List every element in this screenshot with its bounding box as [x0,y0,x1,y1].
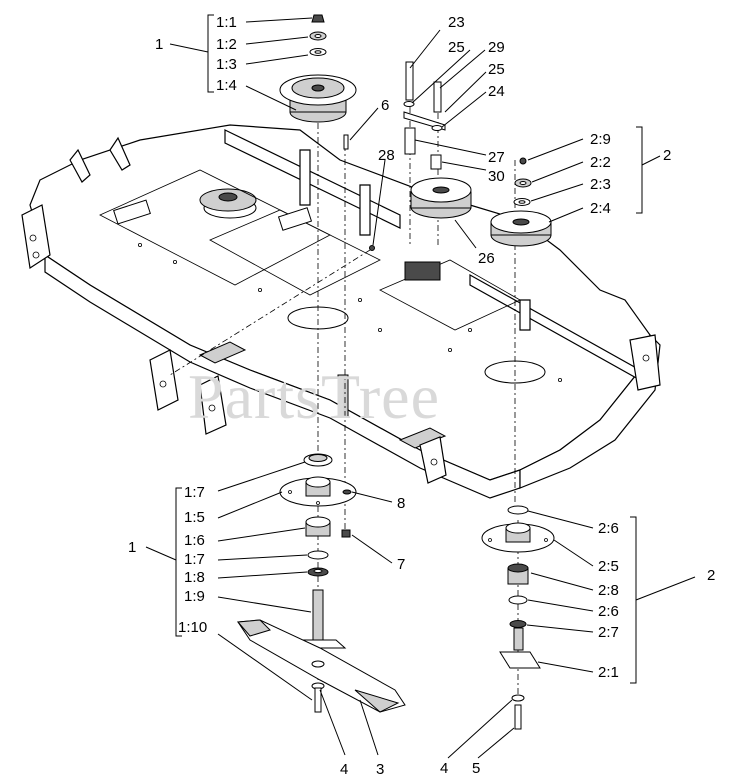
callout-1-5: 1:5 [184,509,205,526]
callout-24: 24 [488,83,505,100]
callout-29: 29 [488,39,505,56]
right-pulley-stack [490,157,552,247]
callout-3: 3 [376,761,384,778]
callout-26: 26 [478,250,495,267]
callout-28: 28 [378,147,395,164]
callout-2-4: 2:4 [590,200,611,217]
callout-25-lower: 25 [488,61,505,78]
callout-2-6-lower: 2:6 [598,603,619,620]
callout-group-2-bottom: 2 [707,567,715,584]
leader-lines [145,14,696,759]
callout-4-left: 4 [340,761,348,778]
left-pulley-stack [279,14,357,123]
callout-2-9: 2:9 [590,131,611,148]
callout-1-3: 1:3 [216,56,237,73]
callout-1-7-upper: 1:7 [184,484,205,501]
callout-1-1: 1:1 [216,14,237,31]
callout-1-9: 1:9 [184,588,205,605]
callout-23: 23 [448,14,465,31]
callout-8: 8 [397,495,405,512]
callout-25-upper: 25 [448,39,465,56]
callout-6: 6 [381,97,389,114]
mower-deck [21,124,661,499]
callout-2-8: 2:8 [598,582,619,599]
left-spindle-assembly [236,453,406,713]
callout-2-6-upper: 2:6 [598,520,619,537]
callout-1-2: 1:2 [216,36,237,53]
callout-30: 30 [488,168,505,185]
callout-group-2-top: 2 [663,147,671,164]
callout-2-2: 2:2 [590,154,611,171]
callout-1-10: 1:10 [178,619,207,636]
callout-27: 27 [488,149,505,166]
callout-2-7: 2:7 [598,624,619,641]
callout-2-5: 2:5 [598,558,619,575]
watermark: PartsTree [188,361,440,432]
callout-1-4: 1:4 [216,77,237,94]
callout-1-6: 1:6 [184,532,205,549]
callout-5: 5 [472,760,480,777]
idler-stack [343,61,472,251]
callout-labels: 1 1:1 1:2 1:3 1:4 23 25 29 25 24 6 28 27… [128,14,715,778]
callout-group-1-top: 1 [155,36,163,53]
callout-group-1-bottom: 1 [128,539,136,556]
right-spindle-assembly [481,505,555,730]
callout-4-right: 4 [440,760,448,777]
callout-7: 7 [397,556,405,573]
callout-1-7-lower: 1:7 [184,551,205,568]
callout-2-1: 2:1 [598,664,619,681]
callout-1-8: 1:8 [184,569,205,586]
callout-2-3: 2:3 [590,176,611,193]
